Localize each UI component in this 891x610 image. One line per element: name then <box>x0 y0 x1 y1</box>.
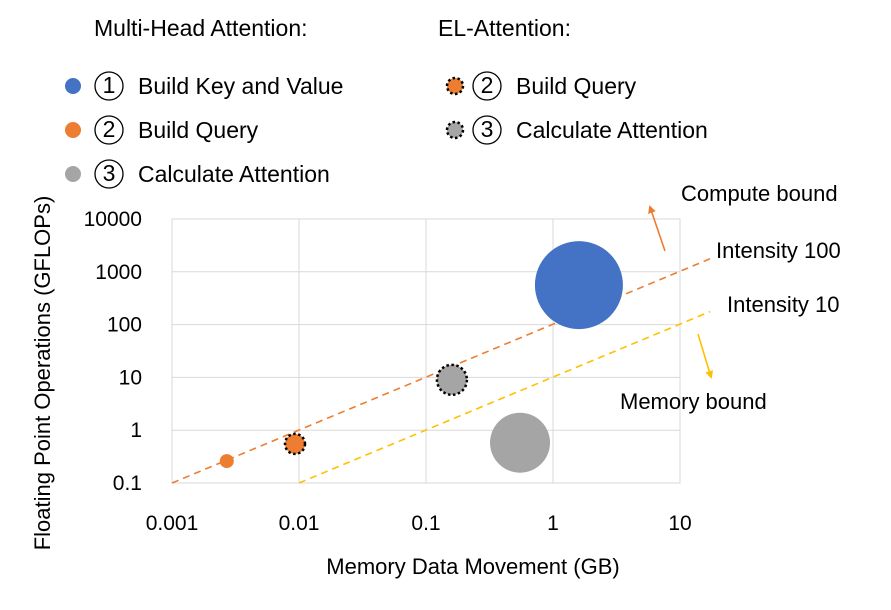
legend-marker-build-query <box>445 76 465 96</box>
x-tick-label: 0.1 <box>411 512 440 535</box>
legend-marker-calculate-attention <box>65 166 81 182</box>
point-el-attention-calculate-attention <box>435 363 469 397</box>
y-axis-label: Floating Point Operations (GFLOPs) <box>30 196 55 551</box>
annotation-compute-bound: Compute bound <box>681 181 838 206</box>
x-axis-label: Memory Data Movement (GB) <box>326 554 619 579</box>
x-tick-labels: 0.001 0.01 0.1 1 10 <box>146 512 692 535</box>
legend-label-calculate-attention: Calculate Attention <box>516 117 708 143</box>
legend-number: 2 <box>481 72 494 98</box>
legend-number-circle <box>94 71 124 101</box>
y-tick-label: 100 <box>107 314 142 337</box>
legend-marker-build-key-and-value <box>65 78 81 94</box>
legend-number: 1 <box>103 72 116 98</box>
point-multi-head-attention-build-key-and-value <box>534 241 623 330</box>
legend-group-title-mha: Multi-Head Attention: <box>94 15 308 41</box>
point-multi-head-attention-build-query <box>219 454 234 469</box>
legend-label-build-query: Build Query <box>516 73 637 99</box>
memory-bound-arrow <box>697 333 714 379</box>
ref-line-label-intensity-100: Intensity 100 <box>716 238 841 263</box>
annotation-memory-bound: Memory bound <box>620 389 767 414</box>
legend-label-calculate-attention: Calculate Attention <box>138 161 330 187</box>
y-tick-label: 10000 <box>84 208 142 231</box>
x-tick-label: 1 <box>547 512 559 535</box>
legend-number-circle <box>472 71 502 101</box>
point-multi-head-attention-calculate-attention <box>490 412 551 473</box>
legend-marker-calculate-attention <box>445 120 465 140</box>
legend-number-circle <box>472 115 502 145</box>
legend-label-build-key-and-value: Build Key and Value <box>138 73 343 99</box>
legend-group-title-el: EL-Attention: <box>438 15 571 41</box>
y-tick-label: 0.1 <box>113 472 142 495</box>
legend-marker-build-query <box>65 122 81 138</box>
y-tick-label: 1 <box>130 419 142 442</box>
legend-number: 2 <box>103 116 116 142</box>
y-tick-label: 1000 <box>95 261 142 284</box>
plot-area <box>171 205 714 484</box>
legend-number: 3 <box>103 160 116 186</box>
point-el-attention-build-query <box>283 432 307 456</box>
x-tick-label: 0.001 <box>146 512 199 535</box>
legend-number-circle <box>94 159 124 189</box>
x-tick-label: 10 <box>668 512 691 535</box>
legend-number-circle <box>94 115 124 145</box>
y-tick-labels: 0.1 1 10 100 1000 10000 <box>84 208 142 495</box>
data-points <box>219 241 623 473</box>
ref-line-intensity-10 <box>298 310 711 484</box>
compute-bound-arrow <box>648 205 666 252</box>
bound-arrows <box>648 205 714 379</box>
legend-number: 3 <box>481 116 494 142</box>
y-tick-label: 10 <box>119 366 142 389</box>
ref-line-label-intensity-10: Intensity 10 <box>727 292 840 317</box>
x-tick-label: 0.01 <box>279 512 320 535</box>
legend-label-build-query: Build Query <box>138 117 259 143</box>
